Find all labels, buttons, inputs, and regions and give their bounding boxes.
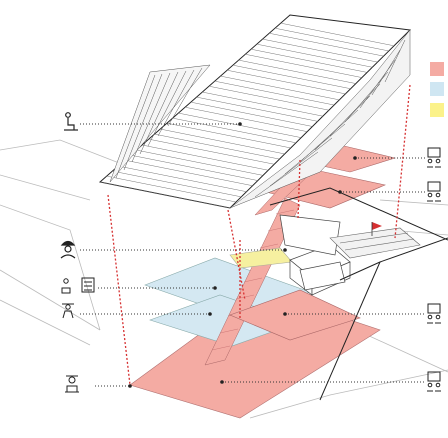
yellow-zone [229, 247, 293, 269]
legend-swatch-yellow [430, 103, 444, 117]
leader-lines [80, 123, 425, 387]
red-dotted-columns [107, 84, 411, 386]
crane-person-icon [62, 303, 74, 319]
robot-arm-icon [65, 375, 79, 393]
right-terrace [329, 227, 421, 259]
legend-swatch-red [430, 62, 444, 76]
leader-dots [128, 122, 357, 388]
interior-volumes [279, 214, 351, 296]
workstation-group-icon [61, 277, 95, 294]
person-sitting-icon [64, 112, 78, 131]
red-slab-mid [229, 289, 361, 341]
roof-structure [98, 14, 412, 209]
context-lines [0, 139, 448, 419]
group-meeting-icon [427, 181, 441, 202]
slab-edge-right [269, 187, 448, 401]
flag-icon [372, 222, 382, 230]
group-meeting-icon [427, 147, 441, 168]
legend-swatch-blue [430, 82, 444, 96]
group-meeting-icon [427, 303, 441, 324]
group-meeting-icon [427, 371, 441, 392]
worker-icon [60, 240, 76, 259]
